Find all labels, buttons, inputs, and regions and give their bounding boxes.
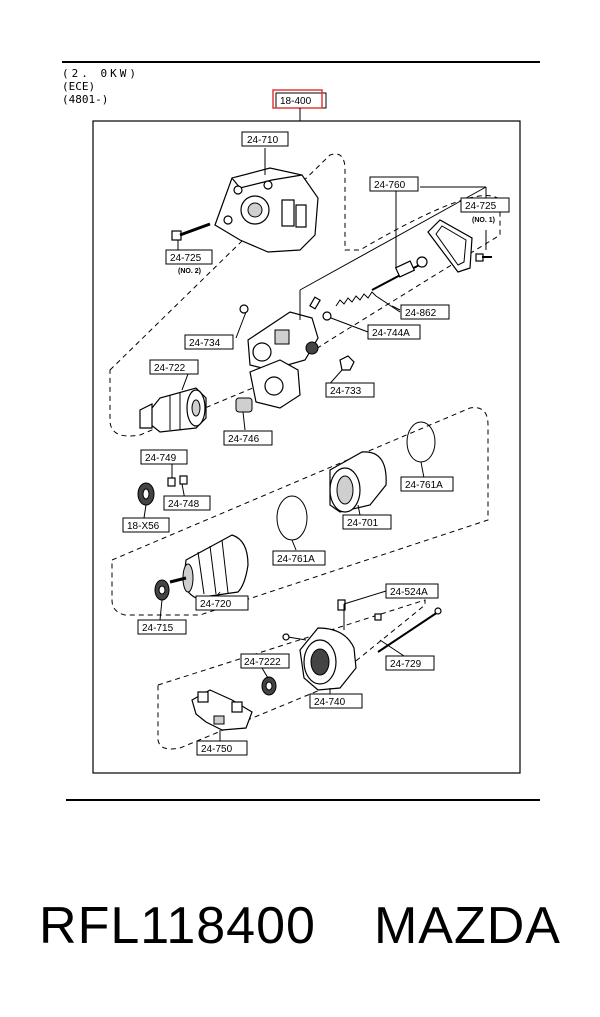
label-24-862[interactable]: 24-862: [400, 304, 450, 320]
svg-text:24-862: 24-862: [405, 308, 437, 319]
svg-text:24-7222: 24-7222: [244, 657, 281, 668]
label-24-715[interactable]: 24-715: [137, 619, 187, 635]
svg-text:24-746: 24-746: [228, 434, 260, 445]
footer-caption: RFL118400 MAZDA: [0, 896, 600, 956]
solenoid-housing-shape: [247, 311, 319, 409]
idler-gear-shape: [235, 397, 253, 413]
diagram-frame: [92, 120, 521, 774]
label-24-524a[interactable]: 24-524A: [385, 583, 439, 599]
svg-text:24-710: 24-710: [247, 135, 279, 146]
label-24-749[interactable]: 24-749: [140, 449, 188, 465]
svg-text:24-749: 24-749: [145, 453, 177, 464]
rear-cover-shape: [282, 627, 357, 691]
header-region: (ECE): [62, 80, 96, 93]
svg-text:24-748: 24-748: [168, 499, 200, 510]
svg-text:24-744A: 24-744A: [372, 328, 410, 339]
label-24-701[interactable]: 24-701: [342, 514, 392, 530]
highlight-label: 18-400: [280, 96, 312, 107]
svg-text:24-722: 24-722: [154, 363, 186, 374]
label-24-746[interactable]: 24-746: [223, 430, 273, 446]
svg-text:24-524A: 24-524A: [390, 587, 428, 598]
note-no1: (NO. 1): [472, 217, 495, 224]
armature-shape: [169, 534, 249, 599]
svg-text:24-761A: 24-761A: [405, 480, 443, 491]
header-serial: (4801-): [62, 93, 109, 106]
pin-shape: [239, 296, 321, 314]
label-24-740[interactable]: 24-740: [309, 693, 363, 709]
dashed-group-brush: [157, 599, 426, 750]
screw-shape: [337, 599, 382, 621]
bearing-18x56-shape: [137, 482, 155, 506]
retainer-shapes: [167, 475, 188, 487]
svg-text:24-725: 24-725: [170, 253, 202, 264]
svg-text:24-761A: 24-761A: [277, 554, 315, 565]
plunger-shape: [371, 192, 428, 291]
label-24-733[interactable]: 24-733: [325, 382, 375, 398]
bearing-24715-shape: [154, 579, 170, 601]
label-24-725-no1[interactable]: 24-725: [460, 197, 510, 213]
label-24-725-no2[interactable]: 24-725: [165, 249, 213, 265]
dashed-group-motor: [111, 407, 489, 616]
bolt-no2-shape: [171, 222, 211, 241]
spring-shape: [335, 291, 401, 313]
svg-text:24-734: 24-734: [189, 338, 221, 349]
nut-shape: [339, 355, 355, 371]
label-24-761a-right[interactable]: 24-761A: [400, 476, 454, 492]
svg-text:24-729: 24-729: [390, 659, 422, 670]
highlight-callout[interactable]: 18-400: [272, 89, 327, 121]
o-ring-left-shape: [276, 495, 308, 551]
pinion-clutch-shape: [139, 387, 207, 433]
label-24-7222[interactable]: 24-7222: [240, 653, 290, 669]
front-housing-shape: [214, 167, 319, 253]
label-24-729[interactable]: 24-729: [385, 655, 435, 671]
ball-shape: [322, 311, 369, 333]
footer-part-number: RFL118400: [39, 897, 316, 955]
header-model: (2. 0KW): [62, 67, 139, 80]
yoke-shape: [329, 451, 387, 513]
leader-lines: [143, 148, 487, 742]
svg-text:24-720: 24-720: [200, 599, 232, 610]
label-24-761a-left[interactable]: 24-761A: [272, 550, 326, 566]
svg-text:24-750: 24-750: [201, 744, 233, 755]
footer-brand: MAZDA: [373, 897, 561, 955]
svg-text:24-701: 24-701: [347, 518, 379, 529]
exploded-parts-diagram: 18-400: [62, 61, 540, 801]
brush-holder-shape: [191, 689, 253, 731]
note-no2: (NO. 2): [178, 268, 201, 275]
label-24-744a[interactable]: 24-744A: [367, 324, 421, 340]
svg-text:24-740: 24-740: [314, 697, 346, 708]
label-18-x56[interactable]: 18-X56: [122, 517, 170, 533]
svg-text:24-733: 24-733: [330, 386, 362, 397]
svg-text:18-X56: 18-X56: [127, 521, 160, 532]
label-24-710[interactable]: 24-710: [241, 131, 289, 147]
label-24-720[interactable]: 24-720: [195, 595, 249, 611]
label-24-722[interactable]: 24-722: [149, 359, 199, 375]
svg-text:24-715: 24-715: [142, 623, 174, 634]
washer-shape: [261, 676, 277, 696]
label-24-750[interactable]: 24-750: [196, 740, 248, 756]
label-24-760[interactable]: 24-760: [369, 176, 419, 192]
svg-text:24-760: 24-760: [374, 180, 406, 191]
dashed-group-housing: [109, 153, 501, 437]
label-24-734[interactable]: 24-734: [184, 334, 234, 350]
cover-plate-shape: [427, 219, 492, 273]
o-ring-right-shape: [406, 421, 436, 479]
label-24-748[interactable]: 24-748: [163, 495, 211, 511]
svg-text:24-725: 24-725: [465, 201, 497, 212]
